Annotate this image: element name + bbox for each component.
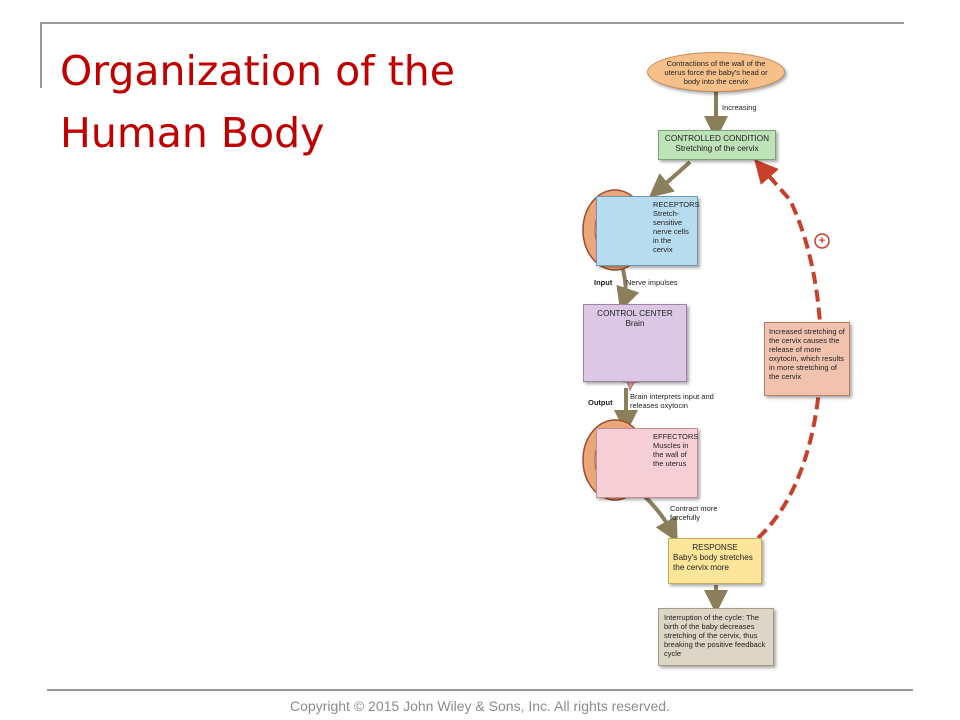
control-center-text: Brain — [625, 319, 645, 328]
input-text: Nerve impulses — [626, 278, 678, 287]
slide-title: Organization of the Human Body — [60, 40, 530, 164]
output-text: Brain interprets input and releases oxyt… — [630, 392, 714, 410]
arrow-effectors-to-response — [638, 490, 678, 543]
response-heading: RESPONSE — [692, 543, 738, 552]
interruption-box: Interruption of the cycle: The birth of … — [658, 608, 774, 666]
contract-text: Contract more forcefully — [670, 504, 718, 522]
effectors-text: Muscles in the wall of the uterus — [653, 441, 689, 468]
plus-circle — [814, 233, 830, 249]
receptors-heading: RECEPTORS — [653, 200, 700, 209]
response-box: RESPONSE Baby's body stretches the cervi… — [668, 538, 762, 584]
output-label: Output — [588, 398, 613, 407]
plus-symbol: + — [818, 235, 826, 247]
effectors-box: EFFECTORS Muscles in the wall of the ute… — [596, 428, 698, 498]
feedback-box: Increased stretching of the cervix cause… — [764, 322, 850, 396]
interruption-text: Interruption of the cycle: The birth of … — [664, 613, 766, 658]
stimulus-text: Contractions of the wall of the uterus f… — [664, 59, 768, 86]
footer-line — [47, 689, 913, 691]
title-line-2: Human Body — [60, 109, 325, 157]
receptors-box: RECEPTORS Stretch-sensitive nerve cells … — [596, 196, 700, 266]
frame-top-line — [40, 22, 904, 24]
increasing-label: Increasing — [722, 103, 757, 112]
input-label: Input — [594, 278, 613, 287]
response-text: Baby's body stretches the cervix more — [673, 553, 753, 572]
control-center-heading: CONTROL CENTER — [597, 309, 673, 318]
arrow-condition-to-receptors — [648, 160, 692, 198]
title-line-1: Organization of the — [60, 47, 455, 95]
feedback-text: Increased stretching of the cervix cause… — [769, 327, 845, 381]
frame-left-line — [40, 22, 42, 88]
copyright-text: Copyright © 2015 John Wiley & Sons, Inc.… — [290, 698, 670, 714]
receptors-text: Stretch-sensitive nerve cells in the cer… — [653, 209, 689, 254]
controlled-condition-heading: CONTROLLED CONDITION — [664, 134, 770, 143]
effectors-heading: EFFECTORS — [653, 432, 699, 441]
controlled-condition-text: Stretching of the cervix — [675, 144, 759, 153]
controlled-condition-box: CONTROLLED CONDITION Stretching of the c… — [658, 130, 776, 160]
positive-feedback-diagram: Contractions of the wall of the uterus f… — [570, 40, 860, 680]
stimulus-oval: Contractions of the wall of the uterus f… — [647, 52, 785, 92]
control-center-box: CONTROL CENTER Brain — [583, 304, 687, 382]
